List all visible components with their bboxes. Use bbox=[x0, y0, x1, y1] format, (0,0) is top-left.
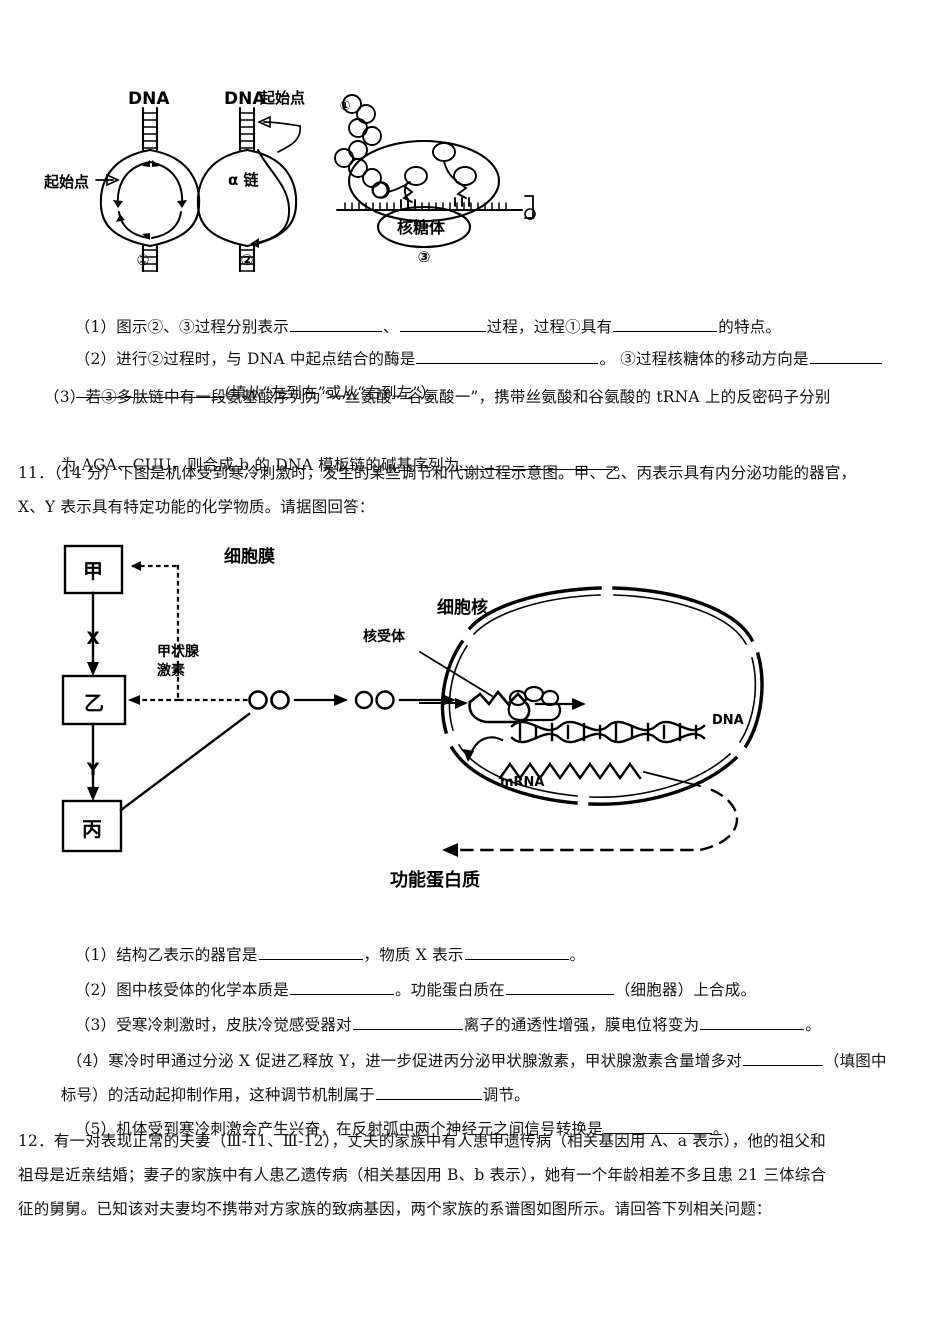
q11-sub3-blank-2[interactable] bbox=[700, 1013, 805, 1031]
q11-sub4-line1: （4）寒冷时甲通过分泌 X 促进乙释放 Y，进一步促进丙分泌甲状腺激素，甲状腺激… bbox=[0, 1016, 950, 1107]
q11-sub2-prefix: （2）图中核受体的化学本质是 bbox=[74, 981, 289, 1000]
q12-line3: 征的舅舅。已知该对夫妻均不携带对方家族的致病基因，两个家族的系谱图如图所示。请回… bbox=[0, 1194, 950, 1224]
figure-hormone-regulation: 甲 乙 丙 X Y 甲状腺 激素 细胞膜 细胞核 核受体 DNA mRNA 功能… bbox=[0, 528, 950, 900]
q10-sub1-blank-2[interactable] bbox=[399, 315, 486, 333]
figure-1-svg: DNA DNA 起始点 起始点 α 链 核糖体 ① ② ③ ① bbox=[43, 89, 536, 272]
label-marker-a: ① bbox=[339, 99, 350, 114]
label-start-point-left: 起始点 bbox=[43, 173, 89, 191]
q11-sub4-blank-1[interactable] bbox=[742, 1049, 823, 1067]
q10-sub1-blank-1[interactable] bbox=[289, 315, 382, 333]
q11-sub4-line2-prefix: 标号）的活动起抑制作用，这种调节机制属于 bbox=[60, 1086, 375, 1105]
q10-sub2-blank-1[interactable] bbox=[416, 347, 599, 365]
label-cell-membrane: 细胞膜 bbox=[224, 546, 275, 567]
q10-sub1-prefix: （1）图示②、③过程分别表示 bbox=[74, 318, 289, 337]
q11-stem-line1: 11．（14 分）下图是机体受到寒冷刺激时，发生的某些调节和代谢过程示意图。甲、… bbox=[0, 458, 950, 488]
q12-line2-text: 祖母是近亲结婚；妻子的家族中有人患乙遗传病（相关基因用 B、b 表示），她有一个… bbox=[18, 1166, 827, 1184]
q10-sub1-blank-3[interactable] bbox=[613, 315, 718, 333]
label-alpha-chain: α 链 bbox=[228, 171, 260, 189]
q10-sub2-line2-suffix: (填从“左到右”或从“右到左”）。 bbox=[224, 384, 445, 403]
label-thyroid-hormone-2: 激素 bbox=[157, 662, 185, 679]
label-box-jia: 甲 bbox=[83, 559, 103, 583]
q11-sub3-suffix: 。 bbox=[805, 1016, 821, 1035]
q10-sub2-mid: 。 ③过程核糖体的移动方向是 bbox=[599, 350, 809, 369]
label-number-1: ① bbox=[137, 251, 150, 269]
label-substance-y: Y bbox=[86, 760, 100, 780]
q10-sub3-line1: （3）若③多肽链中有一段氨基酸序列为“一丝氨酸一谷氨酸一”，携带丝氨酸和谷氨酸的… bbox=[0, 382, 950, 412]
figure-replication-translation: DNA DNA 起始点 起始点 α 链 核糖体 ① ② ③ ① bbox=[0, 0, 950, 272]
label-dna-mid: DNA bbox=[224, 89, 266, 109]
q11-sub1-suffix: 。 bbox=[569, 946, 586, 965]
q11-sub2-blank-1[interactable] bbox=[289, 978, 394, 996]
q11-sub5-suffix: 。 bbox=[712, 1120, 729, 1139]
q10-sub2-blank-2[interactable] bbox=[809, 347, 882, 365]
q12-line3-text: 征的舅舅。已知该对夫妻均不携带对方家族的致病基因，两个家族的系谱图如图所示。请回… bbox=[18, 1200, 772, 1218]
label-ribosome: 核糖体 bbox=[397, 218, 446, 237]
q10-sub2-prefix: （2）进行②过程时，与 DNA 中起点结合的酶是 bbox=[74, 350, 416, 369]
q12-line1: 12．有一对表现正常的夫妻（Ⅲ-11、Ⅲ-12），丈夫的家族中有人患甲遗传病（相… bbox=[0, 1126, 950, 1156]
label-nuclear-receptor: 核受体 bbox=[363, 628, 406, 645]
label-dna: DNA bbox=[712, 713, 744, 728]
q11-sub2-blank-2[interactable] bbox=[505, 978, 614, 996]
q11-sub3-prefix: （3）受寒冷刺激时，皮肤冷觉感受器对 bbox=[74, 1016, 352, 1035]
q10-sub2-line2: (填从“左到右”或从“右到左”）。 bbox=[0, 348, 950, 439]
q11-sub5-blank[interactable] bbox=[603, 1117, 712, 1135]
q10-sub1: （1）图示②、③过程分别表示 、 过程，过程①具有 的特点。 bbox=[0, 282, 950, 373]
q10-sub3-line1-text: （3）若③多肽链中有一段氨基酸序列为“一丝氨酸一谷氨酸一”，携带丝氨酸和谷氨酸的… bbox=[44, 388, 831, 406]
label-dna-left: DNA bbox=[128, 89, 170, 109]
q11-sub4-line1-suffix: （填图中 bbox=[823, 1052, 887, 1071]
label-thyroid-hormone: 甲状腺 bbox=[157, 643, 200, 660]
q11-stem-line2-text: X、Y 表示具有特定功能的化学物质。请据图回答： bbox=[18, 498, 375, 516]
label-number-3: ③ bbox=[418, 248, 431, 266]
q11-sub4-line1-prefix: （4）寒冷时甲通过分泌 X 促进乙释放 Y，进一步促进丙分泌甲状腺激素，甲状腺激… bbox=[66, 1052, 742, 1071]
q11-sub3-mid: 离子的通透性增强，膜电位将变为 bbox=[463, 1016, 700, 1035]
q11-stem-line2: X、Y 表示具有特定功能的化学物质。请据图回答： bbox=[0, 492, 950, 522]
label-substance-x: X bbox=[86, 629, 99, 649]
q12-line1-text: 12．有一对表现正常的夫妻（Ⅲ-11、Ⅲ-12），丈夫的家族中有人患甲遗传病（相… bbox=[18, 1132, 826, 1150]
figure-2-svg: 甲 乙 丙 X Y 甲状腺 激素 细胞膜 细胞核 核受体 DNA mRNA 功能… bbox=[61, 544, 764, 891]
label-start-point-mid: 起始点 bbox=[259, 89, 305, 107]
q10-sub3-line2-suffix: 。 bbox=[613, 456, 630, 475]
label-box-yi: 乙 bbox=[84, 691, 104, 715]
q11-sub1-mid: ，物质 X 表示 bbox=[363, 946, 464, 965]
q11-sub2-mid: 。功能蛋白质在 bbox=[394, 981, 505, 1000]
q11-sub3: （3）受寒冷刺激时，皮肤冷觉感受器对 离子的通透性增强，膜电位将变为 。 bbox=[0, 980, 950, 1071]
q11-stem-line1-text: 11．（14 分）下图是机体受到寒冷刺激时，发生的某些调节和代谢过程示意图。甲、… bbox=[18, 464, 857, 482]
label-box-bing: 丙 bbox=[82, 817, 102, 841]
q10-sub3-line2: 为 AGA、CUU，则合成 b 的 DNA 模板链的碱基序列为 。 bbox=[0, 420, 950, 511]
label-functional-protein: 功能蛋白质 bbox=[390, 869, 480, 891]
q11-sub2-suffix: （细胞器）上合成。 bbox=[614, 981, 757, 1000]
q10-sub1-suffix: 的特点。 bbox=[718, 318, 782, 337]
q11-sub1: （1）结构乙表示的器官是 ，物质 X 表示 。 bbox=[0, 910, 950, 1001]
q10-sub1-mid1: 、 bbox=[382, 318, 399, 337]
q10-sub2: （2）进行②过程时，与 DNA 中起点结合的酶是 。 ③过程核糖体的移动方向是 bbox=[0, 314, 950, 405]
q10-sub3-blank[interactable] bbox=[460, 453, 613, 471]
q11-sub5-prefix: （5）机体受到寒冷刺激会产生兴奋，在反射弧中两个神经元之间信号转换是 bbox=[74, 1120, 603, 1139]
label-mrna: mRNA bbox=[500, 775, 545, 790]
q11-sub4-blank-2[interactable] bbox=[375, 1083, 482, 1101]
q11-sub4-line2-suffix: 调节。 bbox=[482, 1086, 530, 1105]
label-nucleus: 细胞核 bbox=[437, 597, 488, 618]
q10-sub1-mid2: 过程，过程①具有 bbox=[486, 318, 613, 337]
q11-sub1-blank-2[interactable] bbox=[464, 943, 569, 961]
q10-sub3-line2-prefix: 为 AGA、CUU，则合成 b 的 DNA 模板链的碱基序列为 bbox=[60, 456, 460, 475]
q11-sub1-blank-1[interactable] bbox=[258, 943, 363, 961]
q11-sub5: （5）机体受到寒冷刺激会产生兴奋，在反射弧中两个神经元之间信号转换是 。 bbox=[0, 1084, 950, 1175]
q10-sub2-blank-3[interactable] bbox=[75, 381, 224, 399]
q11-sub3-blank-1[interactable] bbox=[352, 1013, 463, 1031]
label-number-2: ② bbox=[241, 251, 254, 269]
q11-sub4-line2: 标号）的活动起抑制作用，这种调节机制属于 调节。 bbox=[0, 1050, 950, 1141]
q12-line2: 祖母是近亲结婚；妻子的家族中有人患乙遗传病（相关基因用 B、b 表示），她有一个… bbox=[0, 1160, 950, 1190]
q11-sub1-prefix: （1）结构乙表示的器官是 bbox=[74, 946, 258, 965]
q11-sub2: （2）图中核受体的化学本质是 。功能蛋白质在 （细胞器）上合成。 bbox=[0, 945, 950, 1036]
